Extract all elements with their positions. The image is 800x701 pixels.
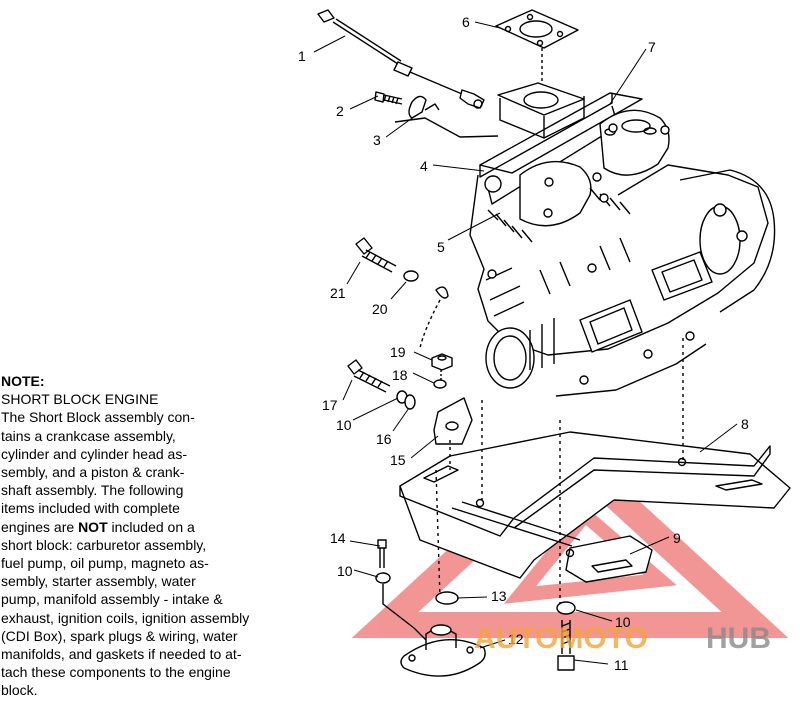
- leader-lines: [313, 21, 738, 665]
- part-bolt-11: [557, 620, 575, 671]
- callout-6: 6: [462, 14, 470, 30]
- watermark-part2: HUB: [706, 622, 771, 655]
- part-gasket-6: [495, 9, 579, 49]
- part-bracket-9: [565, 535, 653, 583]
- note-line-15: tach these components to the engine: [1, 664, 231, 681]
- note-line-3: cylinder and cylinder head as-: [1, 445, 187, 462]
- note-line-8: short block: carburetor assembly,: [1, 536, 207, 553]
- callout-11: 11: [614, 657, 629, 673]
- part-mount-plate-8: [399, 431, 791, 579]
- callout-8: 8: [741, 416, 749, 432]
- note-line-7: engines are NOT included on a: [1, 518, 296, 536]
- callout-7: 7: [648, 39, 656, 55]
- callout-18: 18: [392, 367, 408, 383]
- callout-2: 2: [336, 103, 344, 119]
- part-cable: [317, 9, 485, 109]
- watermark-text: AUTOMOTO HUB: [474, 622, 771, 655]
- callout-1: 1: [298, 48, 306, 64]
- callout-5: 5: [437, 239, 445, 255]
- note-line-10: sembly, starter assembly, water: [1, 573, 196, 590]
- callout-16: 16: [376, 431, 392, 447]
- callout-17: 17: [322, 397, 338, 413]
- note-line-11: pump, manifold assembly - intake &: [1, 591, 223, 608]
- part-screw-2: [374, 91, 403, 105]
- note-line-12: exhaust, ignition coils, ignition assemb…: [1, 609, 250, 626]
- note-line-4: sembly, and a piston & crank-: [1, 464, 185, 481]
- note-not-before: engines are: [1, 518, 79, 535]
- callout-3: 3: [373, 132, 381, 148]
- callout-12: 12: [508, 631, 524, 647]
- note-line-6: items included with complete: [1, 500, 180, 517]
- callout-10b: 10: [336, 417, 352, 433]
- part-nut-19: [431, 353, 453, 371]
- note-line-16: block.: [1, 682, 38, 699]
- watermark-part1: AUTOMOTO: [474, 622, 648, 655]
- part-washer-20: [403, 270, 419, 282]
- part-clip-3: [408, 95, 440, 119]
- crankcase: [469, 164, 776, 397]
- callout-20: 20: [372, 301, 388, 317]
- callout-15: 15: [390, 452, 406, 468]
- part-bracket-15: [433, 397, 473, 445]
- note-heading: NOTE:: [1, 373, 45, 389]
- callout-9: 9: [673, 530, 681, 546]
- part-bolt-17: [347, 359, 391, 393]
- callout-labels: 1 2 3 4 5 6 7 8 9 10 10 10 11 12 13 14 1…: [298, 14, 749, 673]
- short-block-note: NOTE: SHORT BLOCK ENGINE The Short Block…: [1, 372, 296, 700]
- callout-4: 4: [420, 158, 428, 174]
- part-bolt-21: [355, 237, 397, 273]
- part-mount-12: [400, 624, 486, 677]
- note-line-5: shaft assembly. The following: [1, 482, 184, 499]
- part-washer-18: [433, 379, 447, 389]
- note-not-bold: NOT: [78, 518, 108, 535]
- callout-19: 19: [390, 344, 406, 360]
- note-line-9: fuel pump, oil pump, magneto as-: [1, 555, 209, 572]
- callout-10a: 10: [337, 563, 353, 579]
- note-line-14: manifolds, and gaskets if needed to at-: [1, 646, 242, 663]
- note-line-2: tains a crankcase assembly,: [1, 427, 176, 444]
- callout-10c: 10: [615, 614, 631, 630]
- part-plate-13: [435, 591, 459, 605]
- note-not-after: included on a: [107, 518, 195, 535]
- note-subheading: SHORT BLOCK ENGINE: [1, 391, 159, 408]
- callout-14: 14: [330, 530, 346, 546]
- callout-13: 13: [491, 588, 507, 604]
- cylinder-head-cover: [479, 82, 670, 243]
- engine-line-art: [317, 9, 791, 677]
- note-line-13: (CDI Box), spark plugs & wiring, water: [1, 627, 238, 644]
- note-line-1: The Short Block assembly con-: [1, 409, 195, 426]
- part-bolt-14: [377, 539, 387, 568]
- callout-21: 21: [330, 285, 346, 301]
